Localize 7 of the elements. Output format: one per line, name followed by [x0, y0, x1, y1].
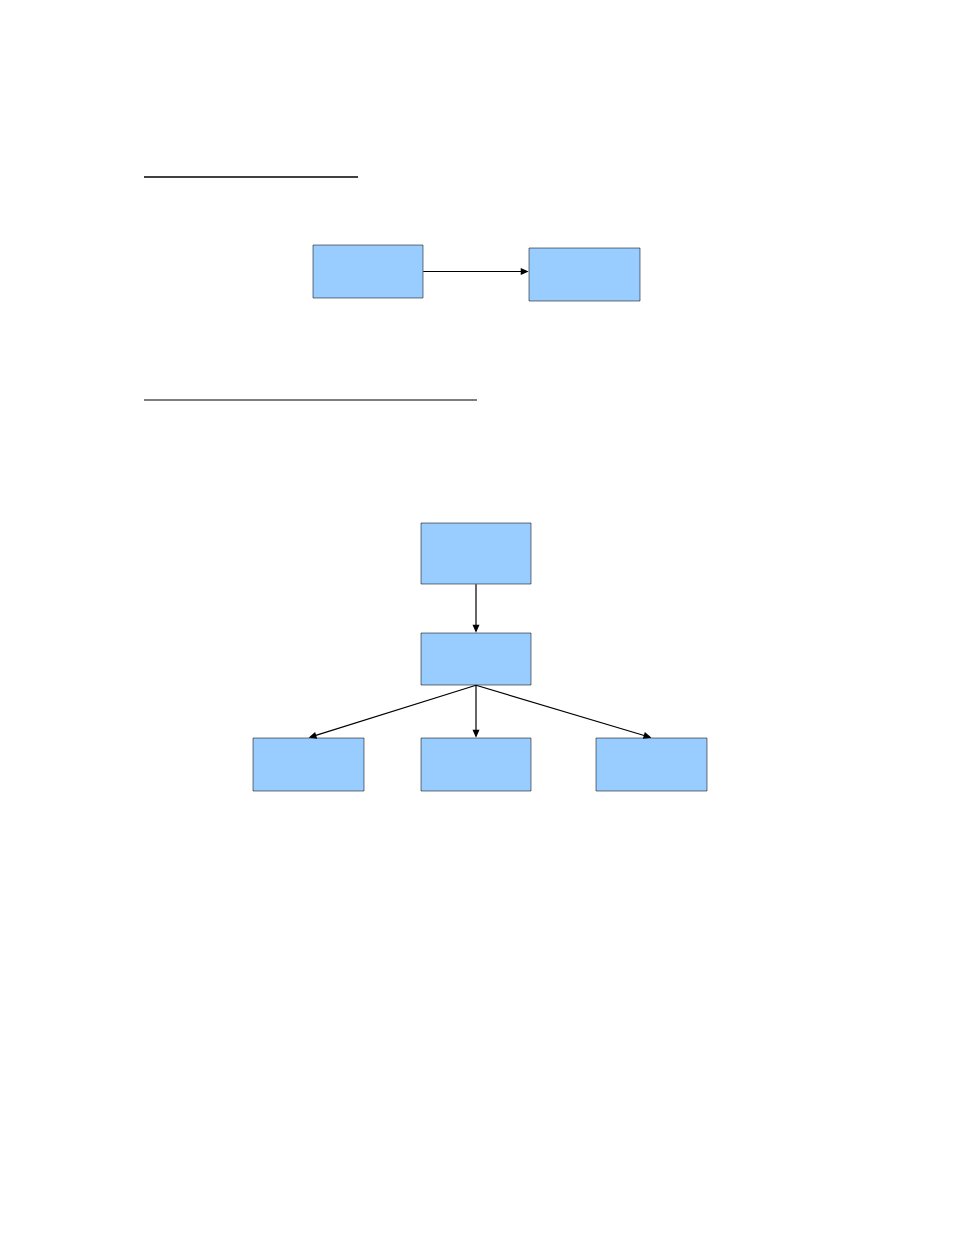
process-box [528, 247, 641, 302]
process-box [420, 737, 532, 792]
process-box [312, 244, 424, 299]
process-box [595, 737, 708, 792]
process-box [420, 632, 532, 686]
process-box [252, 737, 365, 792]
process-box [420, 522, 532, 585]
